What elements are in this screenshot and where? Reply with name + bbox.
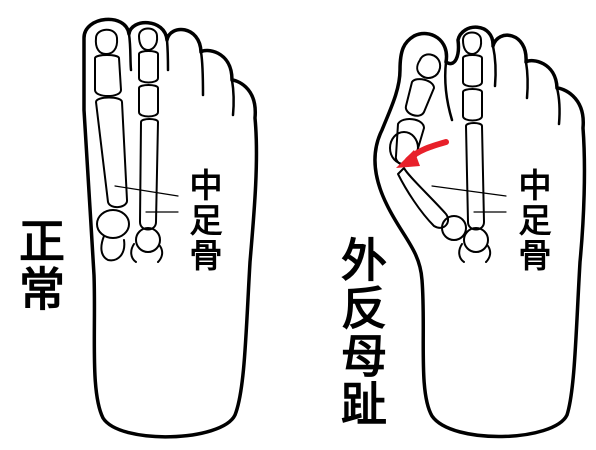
- normal-foot: [84, 19, 256, 436]
- normal-big-toe-bones: [95, 30, 129, 261]
- hallux-valgus-second-toe-bones: [459, 33, 490, 263]
- hallux-valgus-metatarsal-label: 中足骨: [509, 155, 549, 285]
- deviation-arrow-icon: [396, 142, 446, 168]
- normal-foot-outline: [84, 19, 256, 436]
- normal-metatarsal-label: 中足骨: [180, 155, 220, 285]
- hallux-valgus-foot: [375, 27, 584, 436]
- normal-second-toe-bones: [131, 29, 162, 263]
- hallux-valgus-label: 外反母趾: [334, 218, 384, 446]
- hallux-valgus-foot-outline: [375, 27, 584, 436]
- normal-label: 正常: [12, 205, 62, 325]
